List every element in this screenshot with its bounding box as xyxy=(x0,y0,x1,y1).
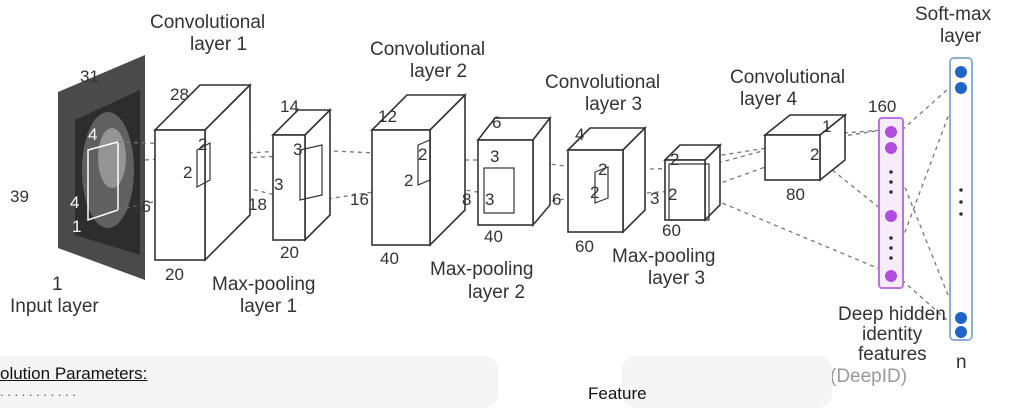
params-line: . . . . . . . . . . . xyxy=(0,384,76,399)
softmax-layer xyxy=(950,58,972,340)
deepid-node xyxy=(885,126,897,138)
deepid-label-line4: (DeepID) xyxy=(830,366,907,387)
svg-text:60: 60 xyxy=(662,221,681,240)
softmax-n-label: n xyxy=(956,352,967,373)
svg-text:80: 80 xyxy=(786,185,805,204)
conv4-label-line1: Convolutional xyxy=(730,67,845,88)
svg-text:3: 3 xyxy=(293,140,302,159)
svg-text:2: 2 xyxy=(590,183,599,202)
feature-label: Feature xyxy=(588,384,647,404)
softmax-label-line1: Soft-max xyxy=(915,4,992,25)
deepid-label-line3: features xyxy=(858,344,927,365)
feature-panel xyxy=(622,356,832,408)
pool3-label-line1: Max-pooling xyxy=(612,246,716,267)
conv1-block xyxy=(155,85,250,260)
svg-text:20: 20 xyxy=(165,265,184,284)
svg-text:14: 14 xyxy=(280,97,299,116)
svg-text:2: 2 xyxy=(404,171,413,190)
svg-text:2: 2 xyxy=(670,150,679,169)
conv4-label-line2: layer 4 xyxy=(740,89,797,110)
svg-text:6: 6 xyxy=(492,113,501,132)
svg-text:3: 3 xyxy=(485,190,494,209)
svg-text:2: 2 xyxy=(418,145,427,164)
svg-text:20: 20 xyxy=(280,243,299,262)
conv4-block xyxy=(765,115,845,180)
svg-text:2: 2 xyxy=(810,145,819,164)
softmax-node xyxy=(955,82,967,94)
svg-text:8: 8 xyxy=(462,190,471,209)
input-layer-label: Input layer xyxy=(10,296,99,317)
deepid-layer xyxy=(879,118,903,288)
input-channel-label: 1 xyxy=(52,274,63,295)
conv1-label-line2: layer 1 xyxy=(190,34,247,55)
conv3-label-line2: layer 3 xyxy=(585,94,642,115)
pool3-label-line2: layer 3 xyxy=(648,268,705,289)
svg-text:28: 28 xyxy=(170,85,189,104)
softmax-node xyxy=(955,66,967,78)
pool2-label-line1: Max-pooling xyxy=(430,259,534,280)
svg-text:4: 4 xyxy=(575,125,584,144)
conv1-label-line1: Convolutional xyxy=(150,12,265,33)
svg-text:12: 12 xyxy=(378,107,397,126)
svg-text:2: 2 xyxy=(183,163,192,182)
params-heading: olution Parameters: xyxy=(0,364,147,384)
svg-text:6: 6 xyxy=(552,190,561,209)
svg-text:36: 36 xyxy=(132,197,151,216)
deepid-network-diagram: Convolutional layer 1 Convolutional laye… xyxy=(0,0,1011,396)
svg-text:40: 40 xyxy=(484,227,503,246)
svg-text:60: 60 xyxy=(575,237,594,256)
deepid-node xyxy=(885,142,897,154)
svg-text:1: 1 xyxy=(822,117,831,136)
svg-text:18: 18 xyxy=(248,195,267,214)
svg-text:4: 4 xyxy=(70,193,79,212)
svg-text:2: 2 xyxy=(198,135,207,154)
deepid-label-line1: Deep hidden xyxy=(838,304,946,325)
deepid-label-line2: identity xyxy=(862,324,923,345)
pool1-label-line2: layer 1 xyxy=(240,296,297,317)
svg-text:160: 160 xyxy=(868,97,896,116)
softmax-node xyxy=(955,326,967,338)
deepid-node xyxy=(885,270,897,282)
conv3-label-line1: Convolutional xyxy=(545,72,660,93)
pool1-label-line1: Max-pooling xyxy=(212,274,316,295)
softmax-node xyxy=(955,312,967,324)
svg-text:39: 39 xyxy=(10,187,29,206)
svg-text:2: 2 xyxy=(668,185,677,204)
deepid-node xyxy=(885,210,897,222)
svg-text:31: 31 xyxy=(80,67,99,86)
svg-text:40: 40 xyxy=(380,249,399,268)
svg-text:16: 16 xyxy=(350,190,369,209)
conv2-label-line2: layer 2 xyxy=(410,61,467,82)
softmax-label-line2: layer xyxy=(940,26,982,47)
svg-text:1: 1 xyxy=(72,217,81,236)
svg-text:3: 3 xyxy=(490,147,499,166)
svg-text:3: 3 xyxy=(274,175,283,194)
svg-text:4: 4 xyxy=(88,125,97,144)
conv2-label-line1: Convolutional xyxy=(370,39,485,60)
svg-text:2: 2 xyxy=(598,160,607,179)
input-face-image xyxy=(58,55,145,280)
pool2-label-line2: layer 2 xyxy=(468,282,525,303)
svg-text:3: 3 xyxy=(650,189,659,208)
